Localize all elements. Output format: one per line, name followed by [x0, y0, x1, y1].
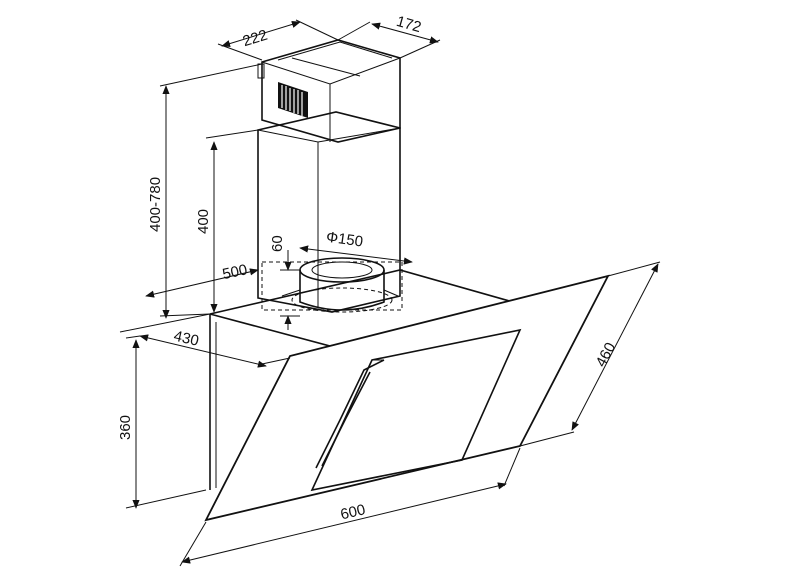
- glass-panel: [204, 274, 610, 522]
- dim-label-430: 430: [172, 328, 200, 350]
- dim-label-172: 172: [394, 13, 423, 36]
- dim-500: 500: [145, 261, 259, 298]
- dim-360: 360: [117, 335, 207, 509]
- vent-grille-icon: [278, 82, 308, 118]
- dim-label-600: 600: [339, 501, 367, 523]
- dim-label-222: 222: [241, 27, 270, 51]
- dim-label-400-780: 400-780: [147, 177, 164, 232]
- dim-222: 222: [217, 19, 339, 61]
- dim-400: 400: [195, 129, 259, 313]
- dim-label-500: 500: [221, 261, 249, 283]
- dim-label-400: 400: [195, 209, 212, 234]
- dim-600: 600: [179, 447, 521, 567]
- dim-172: 172: [337, 13, 441, 59]
- dim-label-360: 360: [117, 415, 134, 440]
- dim-phi150: Φ150: [299, 229, 413, 265]
- dim-label-460: 460: [593, 340, 620, 370]
- dim-400-780: 400-780: [147, 63, 263, 319]
- dim-label-phi150: Φ150: [325, 229, 364, 251]
- dim-label-60: 60: [269, 235, 286, 252]
- dim-60: 60: [269, 235, 300, 330]
- dim-430: 430: [119, 313, 291, 368]
